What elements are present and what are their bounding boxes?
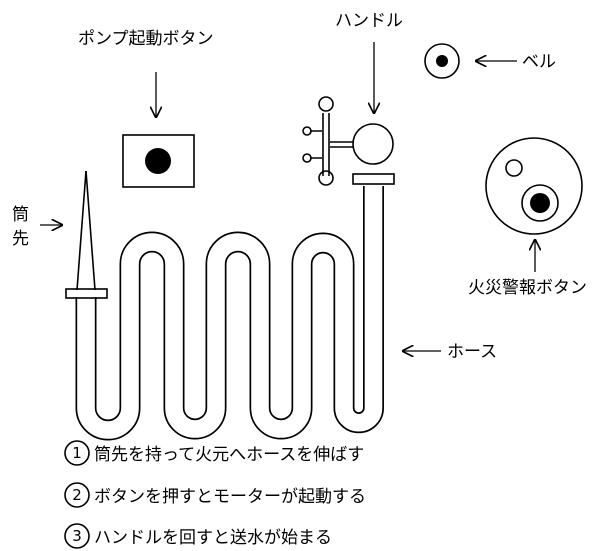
- step-number: 2: [72, 486, 82, 504]
- label-nozzle-2: 先: [12, 229, 29, 249]
- label-hose: ホース: [447, 342, 497, 362]
- riser-pipe-icon: [352, 173, 395, 185]
- step-number: 3: [72, 527, 82, 545]
- valve-handle-icon: [302, 96, 394, 186]
- step-number: 1: [72, 444, 82, 462]
- steps-list: 1 筒先を持って火元へホースを伸ばす 2 ボタンを押すとモーターが起動する 3 …: [64, 440, 366, 549]
- label-pump-button: ポンプ起動ボタン: [78, 29, 214, 49]
- step-number-circle: [64, 440, 90, 466]
- step-text: ボタンを押すとモーターが起動する: [94, 487, 366, 507]
- hose-inner: [77, 186, 383, 439]
- label-bell: ベル: [522, 52, 556, 72]
- step-text: 筒先を持って火元へホースを伸ばす: [94, 445, 364, 465]
- alarm-button-icon: [485, 137, 583, 235]
- nozzle-icon: [65, 170, 108, 299]
- label-handle: ハンドル: [335, 11, 403, 31]
- step-3: 3 ハンドルを回すと送水が始まる: [64, 523, 332, 549]
- step-text: ハンドルを回すと送水が始まる: [94, 528, 332, 548]
- label-alarm-button: 火災警報ボタン: [468, 278, 587, 298]
- hose-tube: [75, 186, 384, 441]
- label-nozzle-1: 筒: [12, 205, 29, 225]
- step-number-circle: [64, 523, 90, 549]
- bell-icon: [424, 43, 460, 79]
- step-2: 2 ボタンを押すとモーターが起動する: [64, 482, 366, 508]
- step-1: 1 筒先を持って火元へホースを伸ばす: [64, 440, 364, 466]
- square-button-icon: [122, 134, 195, 188]
- step-number-circle: [64, 482, 90, 508]
